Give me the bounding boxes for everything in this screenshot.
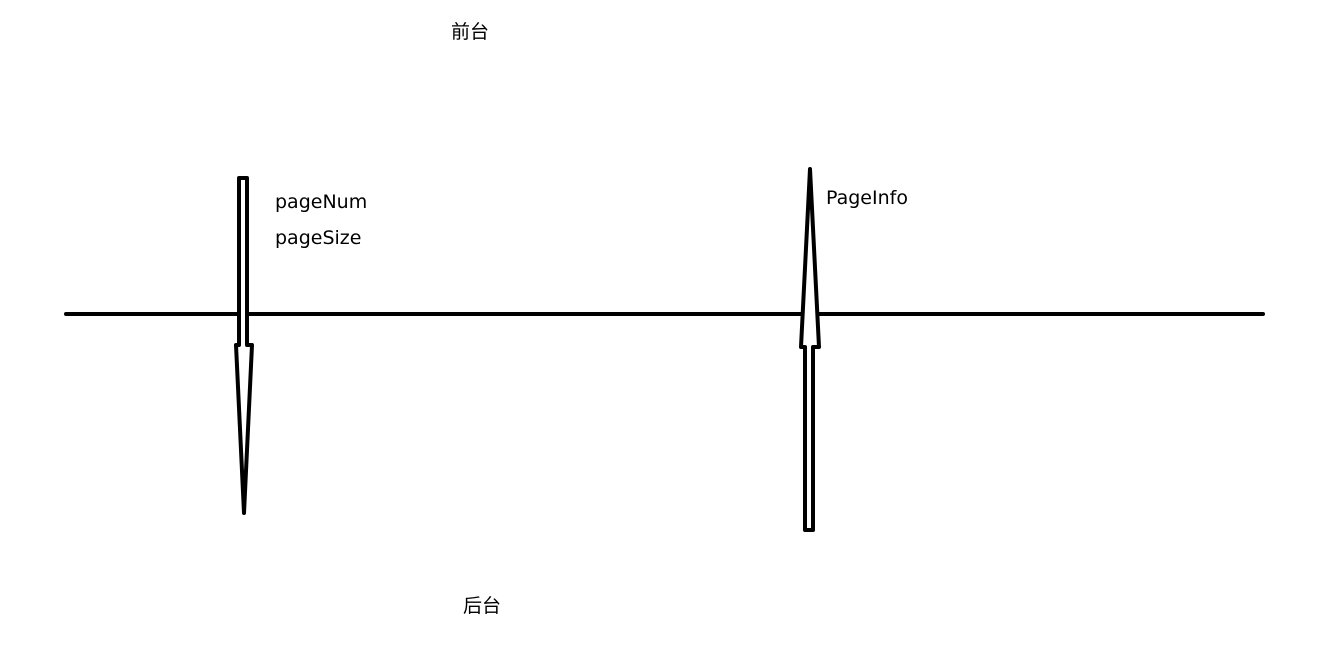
- request-param-page-size: pageSize: [275, 227, 361, 249]
- response-arrow: [799, 167, 821, 532]
- request-param-page-num: pageNum: [275, 191, 367, 213]
- backend-label: 后台: [463, 595, 501, 617]
- request-arrow: [234, 176, 254, 515]
- response-arrow-shape: [799, 167, 821, 532]
- frontend-label: 前台: [451, 21, 489, 43]
- response-label: PageInfo: [826, 187, 908, 209]
